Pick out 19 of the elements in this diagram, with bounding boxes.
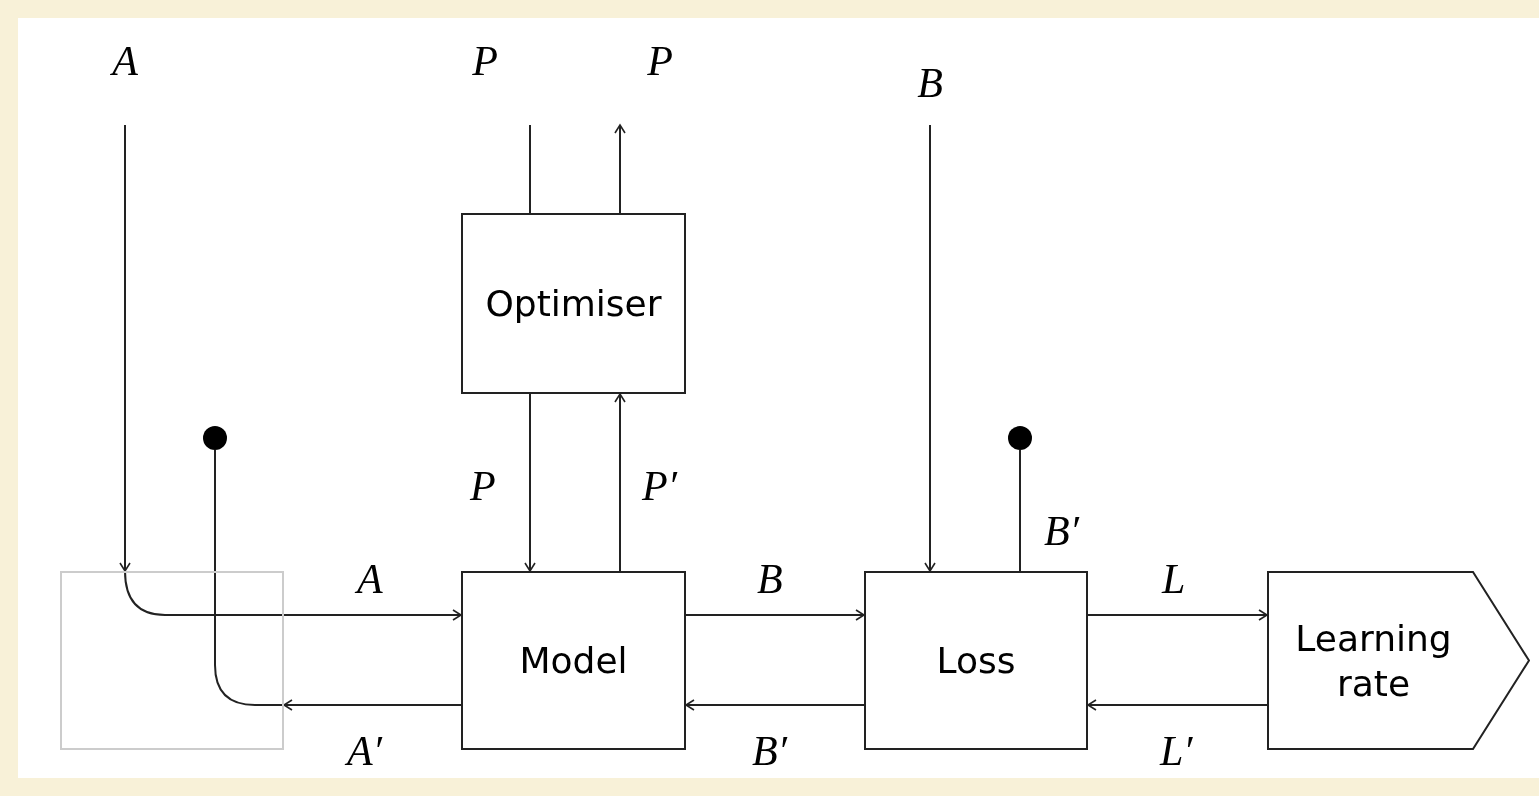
process-box: Loss [864, 571, 1088, 750]
arrow [124, 570, 462, 621]
empty-box [60, 571, 284, 750]
arrow [614, 124, 626, 214]
variable-label: P [460, 38, 510, 84]
arrow [614, 393, 626, 572]
arrow [1087, 609, 1268, 621]
variable-label: A [100, 38, 150, 84]
process-box: Model [461, 571, 686, 750]
variable-label: P [635, 38, 685, 84]
process-box: Optimiser [461, 213, 686, 394]
variable-label: B [905, 60, 955, 106]
arrow [924, 124, 936, 572]
arrow [283, 699, 462, 711]
arrow [685, 609, 865, 621]
arrow [524, 393, 536, 572]
arrow [119, 124, 131, 572]
arrow [1087, 699, 1268, 711]
arrow [685, 699, 865, 711]
